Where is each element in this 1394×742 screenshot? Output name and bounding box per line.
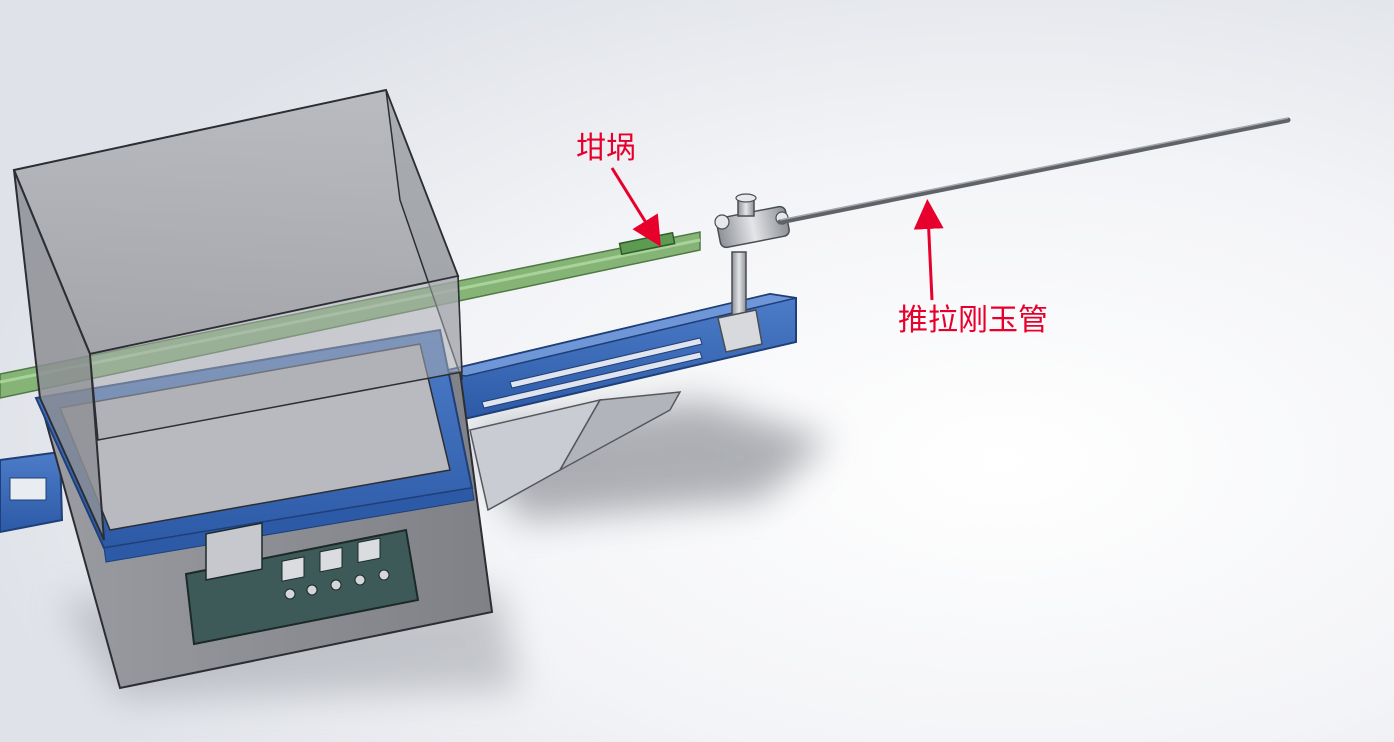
- knob: [330, 579, 342, 591]
- holder-base: [717, 309, 763, 353]
- knob: [306, 584, 318, 596]
- push-rod-arrow: [913, 199, 944, 301]
- knob: [284, 588, 296, 600]
- crucible-label: 坩埚: [576, 131, 636, 166]
- indicator: [281, 556, 305, 582]
- crucible-arrow: [610, 167, 661, 247]
- rail-slot: [481, 351, 703, 409]
- push-rod: [777, 117, 1291, 225]
- furnace-hood: [12, 88, 463, 541]
- display-screen: [205, 522, 263, 581]
- knob: [378, 569, 390, 581]
- control-panel: [184, 522, 420, 646]
- slide-rail: [439, 292, 797, 512]
- push-rod-label: 推拉刚玉管: [898, 303, 1048, 338]
- indicator: [319, 546, 343, 573]
- tube-holder: [714, 193, 790, 353]
- knob: [354, 574, 366, 586]
- furnace: [12, 88, 494, 690]
- slide-rail-left: [0, 450, 64, 534]
- indicator: [357, 537, 381, 564]
- rail-slot: [509, 337, 703, 389]
